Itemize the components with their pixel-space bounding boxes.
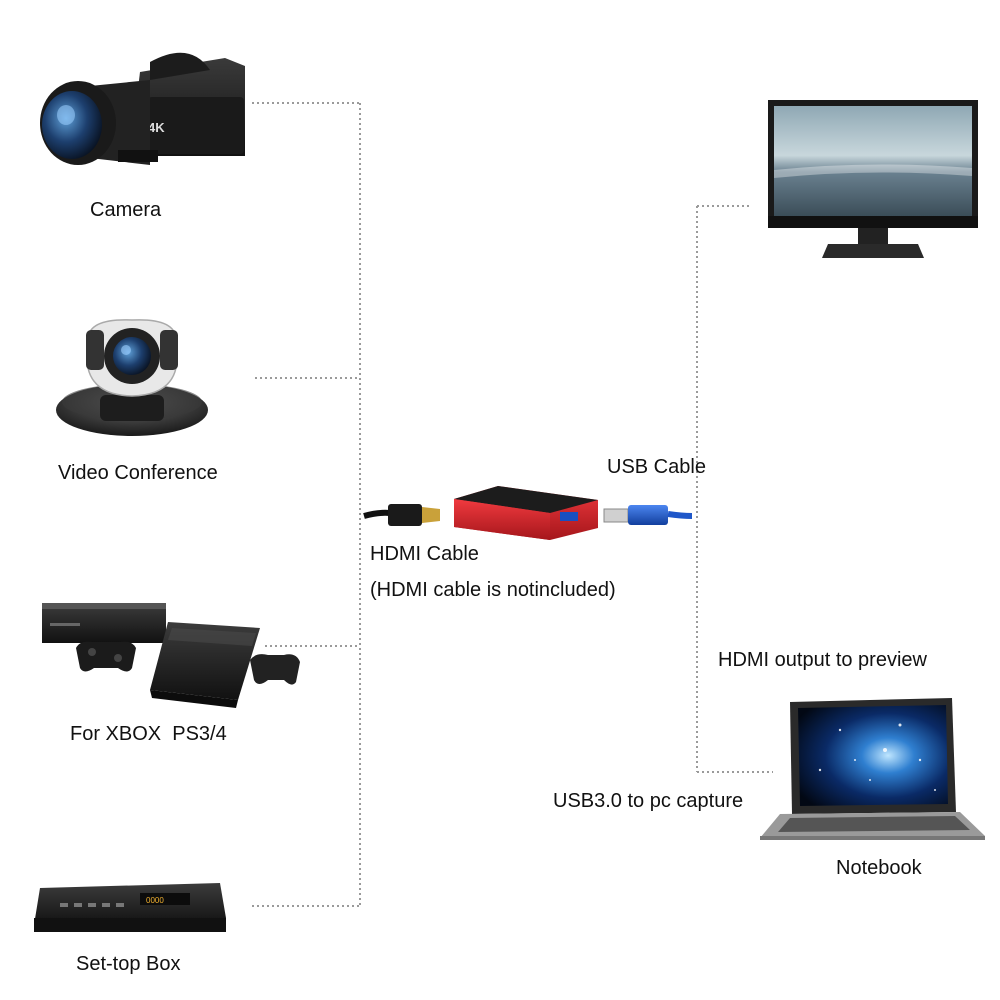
monitor-icon	[768, 100, 978, 258]
label-hdmi-output: HDMI output to preview	[718, 649, 927, 671]
camera-badge-text: 4K	[148, 120, 165, 135]
settop-display-text: 0000	[146, 896, 164, 905]
label-usb-cable: USB Cable	[607, 456, 706, 478]
label-usb3-capture: USB3.0 to pc capture	[553, 790, 744, 812]
connector-lines	[252, 102, 773, 907]
label-camera: Camera	[90, 199, 162, 221]
xbox-console-icon	[42, 603, 166, 672]
camcorder-icon: 4K	[40, 52, 245, 165]
label-settop-box: Set-top Box	[76, 953, 181, 975]
label-hdmi-cable: HDMI Cable	[370, 543, 479, 565]
playstation-console-icon	[150, 622, 300, 708]
settop-box-icon: 0000	[34, 883, 226, 932]
hdmi-plug-icon	[363, 504, 440, 526]
label-xbox-ps: For XBOX PS3/4	[70, 723, 227, 745]
laptop-icon	[760, 698, 985, 840]
ptz-camera-icon	[56, 319, 208, 436]
label-hdmi-note: (HDMI cable is notincluded)	[370, 579, 616, 601]
label-video-conference: Video Conference	[58, 462, 218, 484]
usb-plug-icon	[603, 505, 693, 525]
label-notebook: Notebook	[836, 857, 922, 879]
capture-card-icon	[454, 486, 598, 540]
